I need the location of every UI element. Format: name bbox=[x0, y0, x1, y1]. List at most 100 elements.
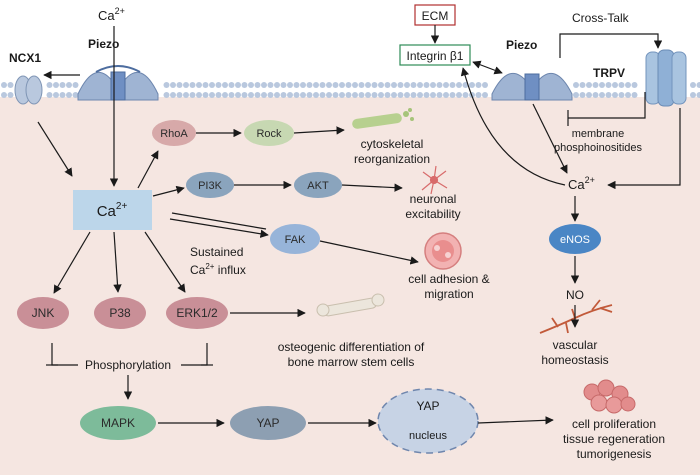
ecm-label: ECM bbox=[422, 9, 449, 23]
lipid-bead bbox=[696, 82, 700, 88]
lipid-bead bbox=[443, 92, 449, 98]
pathway-arrows bbox=[37, 25, 681, 428]
lipid-bead bbox=[202, 82, 209, 88]
adhesion-label-2: migration bbox=[424, 287, 473, 301]
lipid-bead bbox=[417, 82, 423, 88]
lipid-bead bbox=[209, 82, 215, 88]
lipid-bead bbox=[183, 92, 189, 98]
lipid-bead bbox=[378, 82, 384, 88]
lipid-bead bbox=[215, 92, 222, 98]
mapk-label: MAPK bbox=[101, 416, 135, 430]
vascular-label-1: vascular bbox=[553, 338, 598, 352]
piezo-left-label: Piezo bbox=[88, 37, 119, 51]
lipid-bead bbox=[365, 82, 371, 88]
lipid-bead bbox=[612, 82, 618, 88]
lipid-bead bbox=[397, 82, 404, 88]
lipid-bead bbox=[410, 92, 417, 98]
piezo-right-label: Piezo bbox=[506, 38, 537, 52]
neuronal-label-1: neuronal bbox=[410, 192, 457, 206]
enos-node bbox=[549, 224, 601, 254]
rock-node bbox=[244, 120, 294, 146]
jnk-node bbox=[17, 297, 69, 329]
lipid-bead bbox=[423, 82, 430, 88]
lipid-bead bbox=[469, 82, 475, 88]
lipid-bead bbox=[66, 82, 72, 88]
yap-label: YAP bbox=[256, 416, 279, 430]
cytoskeleton-icon bbox=[352, 108, 414, 129]
lipid-bead bbox=[443, 82, 449, 88]
lipid-bead bbox=[345, 82, 352, 88]
lipid-bead bbox=[391, 92, 397, 98]
proliferation-label-1: cell proliferation bbox=[572, 417, 656, 431]
akt-node bbox=[294, 172, 342, 198]
lipid-bead bbox=[391, 82, 397, 88]
lipid-bead bbox=[371, 92, 378, 98]
lipid-bead bbox=[599, 82, 605, 88]
lipid-bead bbox=[267, 92, 274, 98]
lipid-bead bbox=[482, 82, 488, 88]
cell-adhesion-icon bbox=[424, 232, 462, 270]
lipid-bead bbox=[222, 92, 228, 98]
membrane-pi-label-1: membrane bbox=[572, 128, 625, 140]
influx-label: Ca2+ influx bbox=[190, 262, 246, 277]
lipid-bead bbox=[365, 92, 371, 98]
lipid-bead bbox=[300, 92, 306, 98]
yap-node bbox=[230, 406, 306, 440]
lipid-bead bbox=[319, 92, 326, 98]
lipid-bead bbox=[404, 92, 410, 98]
rhoa-label: RhoA bbox=[160, 128, 188, 140]
lipid-bead bbox=[176, 92, 183, 98]
bone-icon bbox=[316, 293, 385, 317]
pi3k-node bbox=[186, 172, 234, 198]
lipid-bead bbox=[423, 92, 430, 98]
lipid-bead bbox=[430, 82, 436, 88]
sustained-label: Sustained bbox=[190, 245, 243, 259]
lipid-bead bbox=[287, 82, 293, 88]
ca-hub-box bbox=[73, 190, 152, 230]
lipid-bead bbox=[612, 92, 618, 98]
mapk-node bbox=[80, 406, 156, 440]
lipid-bead bbox=[267, 82, 274, 88]
erk-label: ERK1/2 bbox=[176, 306, 218, 320]
lipid-bead bbox=[202, 92, 209, 98]
lipid-bead bbox=[66, 92, 72, 98]
lipid-bead bbox=[7, 92, 14, 98]
lipid-bead bbox=[306, 82, 313, 88]
rock-label: Rock bbox=[256, 128, 282, 140]
proliferation-label-2: tissue regeneration bbox=[563, 432, 665, 446]
lipid-bead bbox=[215, 82, 222, 88]
lipid-bead bbox=[280, 92, 287, 98]
lipid-bead bbox=[436, 82, 443, 88]
lipid-bead bbox=[248, 92, 254, 98]
p38-label: P38 bbox=[109, 306, 131, 320]
lipid-bead bbox=[332, 92, 339, 98]
fak-label: FAK bbox=[285, 234, 306, 246]
phosphorylation-label: Phosphorylation bbox=[85, 358, 171, 372]
lipid-bead bbox=[7, 82, 14, 88]
lipid-bead bbox=[261, 82, 267, 88]
lipid-bead bbox=[241, 92, 248, 98]
lipid-bead bbox=[690, 82, 696, 88]
lipid-bead bbox=[384, 82, 391, 88]
osteo-label-1: osteogenic differentiation of bbox=[278, 340, 425, 354]
lipid-bead bbox=[358, 92, 365, 98]
pi3k-label: PI3K bbox=[198, 180, 223, 192]
lipid-bead bbox=[72, 82, 79, 88]
lipid-bead bbox=[53, 92, 59, 98]
fak-node bbox=[270, 224, 320, 254]
ca-top-label: Ca2+ bbox=[98, 6, 125, 23]
rhoa-node bbox=[152, 120, 196, 146]
nucleus-label: nucleus bbox=[409, 430, 447, 442]
lipid-bead bbox=[163, 92, 170, 98]
lipid-bead bbox=[352, 92, 358, 98]
lipid-bead bbox=[235, 92, 241, 98]
lipid-bead bbox=[462, 92, 469, 98]
ncx1-label: NCX1 bbox=[9, 51, 41, 65]
lipid-bead bbox=[1, 92, 7, 98]
lipid-bead bbox=[293, 92, 300, 98]
lipid-bead bbox=[46, 82, 53, 88]
lipid-bead bbox=[339, 92, 345, 98]
lipid-bead bbox=[170, 82, 176, 88]
